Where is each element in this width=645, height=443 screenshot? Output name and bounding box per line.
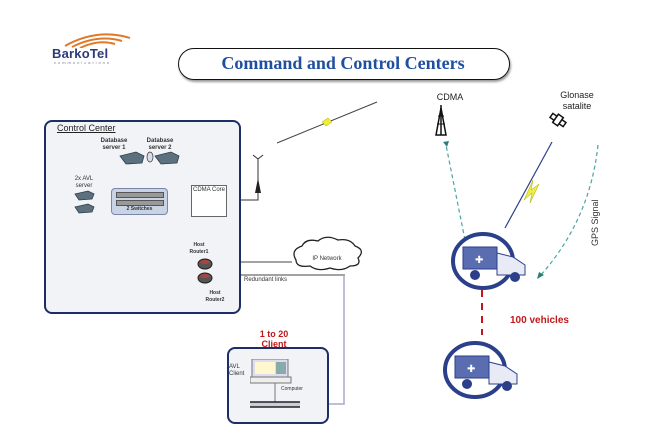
signal-spark-icon <box>321 117 333 127</box>
switch-1 <box>116 192 164 198</box>
title-frame <box>178 48 510 80</box>
database-servers-icon <box>119 151 180 165</box>
gps-signal-arrow <box>539 144 599 277</box>
switch-2 <box>116 200 164 206</box>
svg-text:✚: ✚ <box>467 364 475 375</box>
redundant-links-label: Redundant links <box>244 277 288 283</box>
gps-signal-label: GPS Signal <box>590 199 600 246</box>
host-router-1-label: Host Router1 <box>189 242 209 255</box>
logo-subtitle: communications <box>54 60 111 65</box>
switches-label: 2 Switches <box>126 206 153 212</box>
vehicle-1-icon: ✚ <box>451 232 526 290</box>
client-count-label: 1 to 20 Client <box>259 329 289 349</box>
avl-servers-icon <box>74 190 95 214</box>
host-router-2-label: Host Router2 <box>205 290 225 303</box>
cdma-uplink-arrow <box>445 144 466 241</box>
lan-bus <box>250 401 300 408</box>
vehicle-2-icon: ✚ <box>443 341 518 399</box>
lightning-icon <box>523 179 540 204</box>
computer-icon <box>250 359 300 408</box>
svg-text:✚: ✚ <box>475 255 483 266</box>
switches-box: 2 Switches <box>111 188 168 215</box>
avl-server-label: 2x AVL server <box>74 176 94 189</box>
antenna-icon <box>252 154 264 193</box>
page-title: Command and Control Centers <box>221 53 465 73</box>
cdma-tower-icon <box>435 105 447 136</box>
routers-icon <box>197 258 213 284</box>
cdma-core-box: CDMA Core <box>191 185 227 217</box>
ip-network-cloud <box>293 236 362 271</box>
cdma-label: CDMA <box>436 92 464 102</box>
logo-name: BarkoTel <box>52 46 109 61</box>
ip-network-label: IP Network <box>312 256 342 262</box>
db-server-2-label: Database server 2 <box>146 138 174 151</box>
vehicles-count-label: 100 vehicles <box>510 315 569 326</box>
db-server-1-label: Database server 1 <box>100 138 128 151</box>
control-center-title: Control Center <box>57 123 116 133</box>
vehicle-sat-link <box>504 141 553 229</box>
satellite-label: Glonase satalite <box>560 90 594 111</box>
avl-client-label: AVL Client <box>229 364 245 377</box>
satellite-icon <box>548 112 568 128</box>
logo-arcs-icon <box>64 33 131 48</box>
computer-label: Computer <box>281 386 303 392</box>
